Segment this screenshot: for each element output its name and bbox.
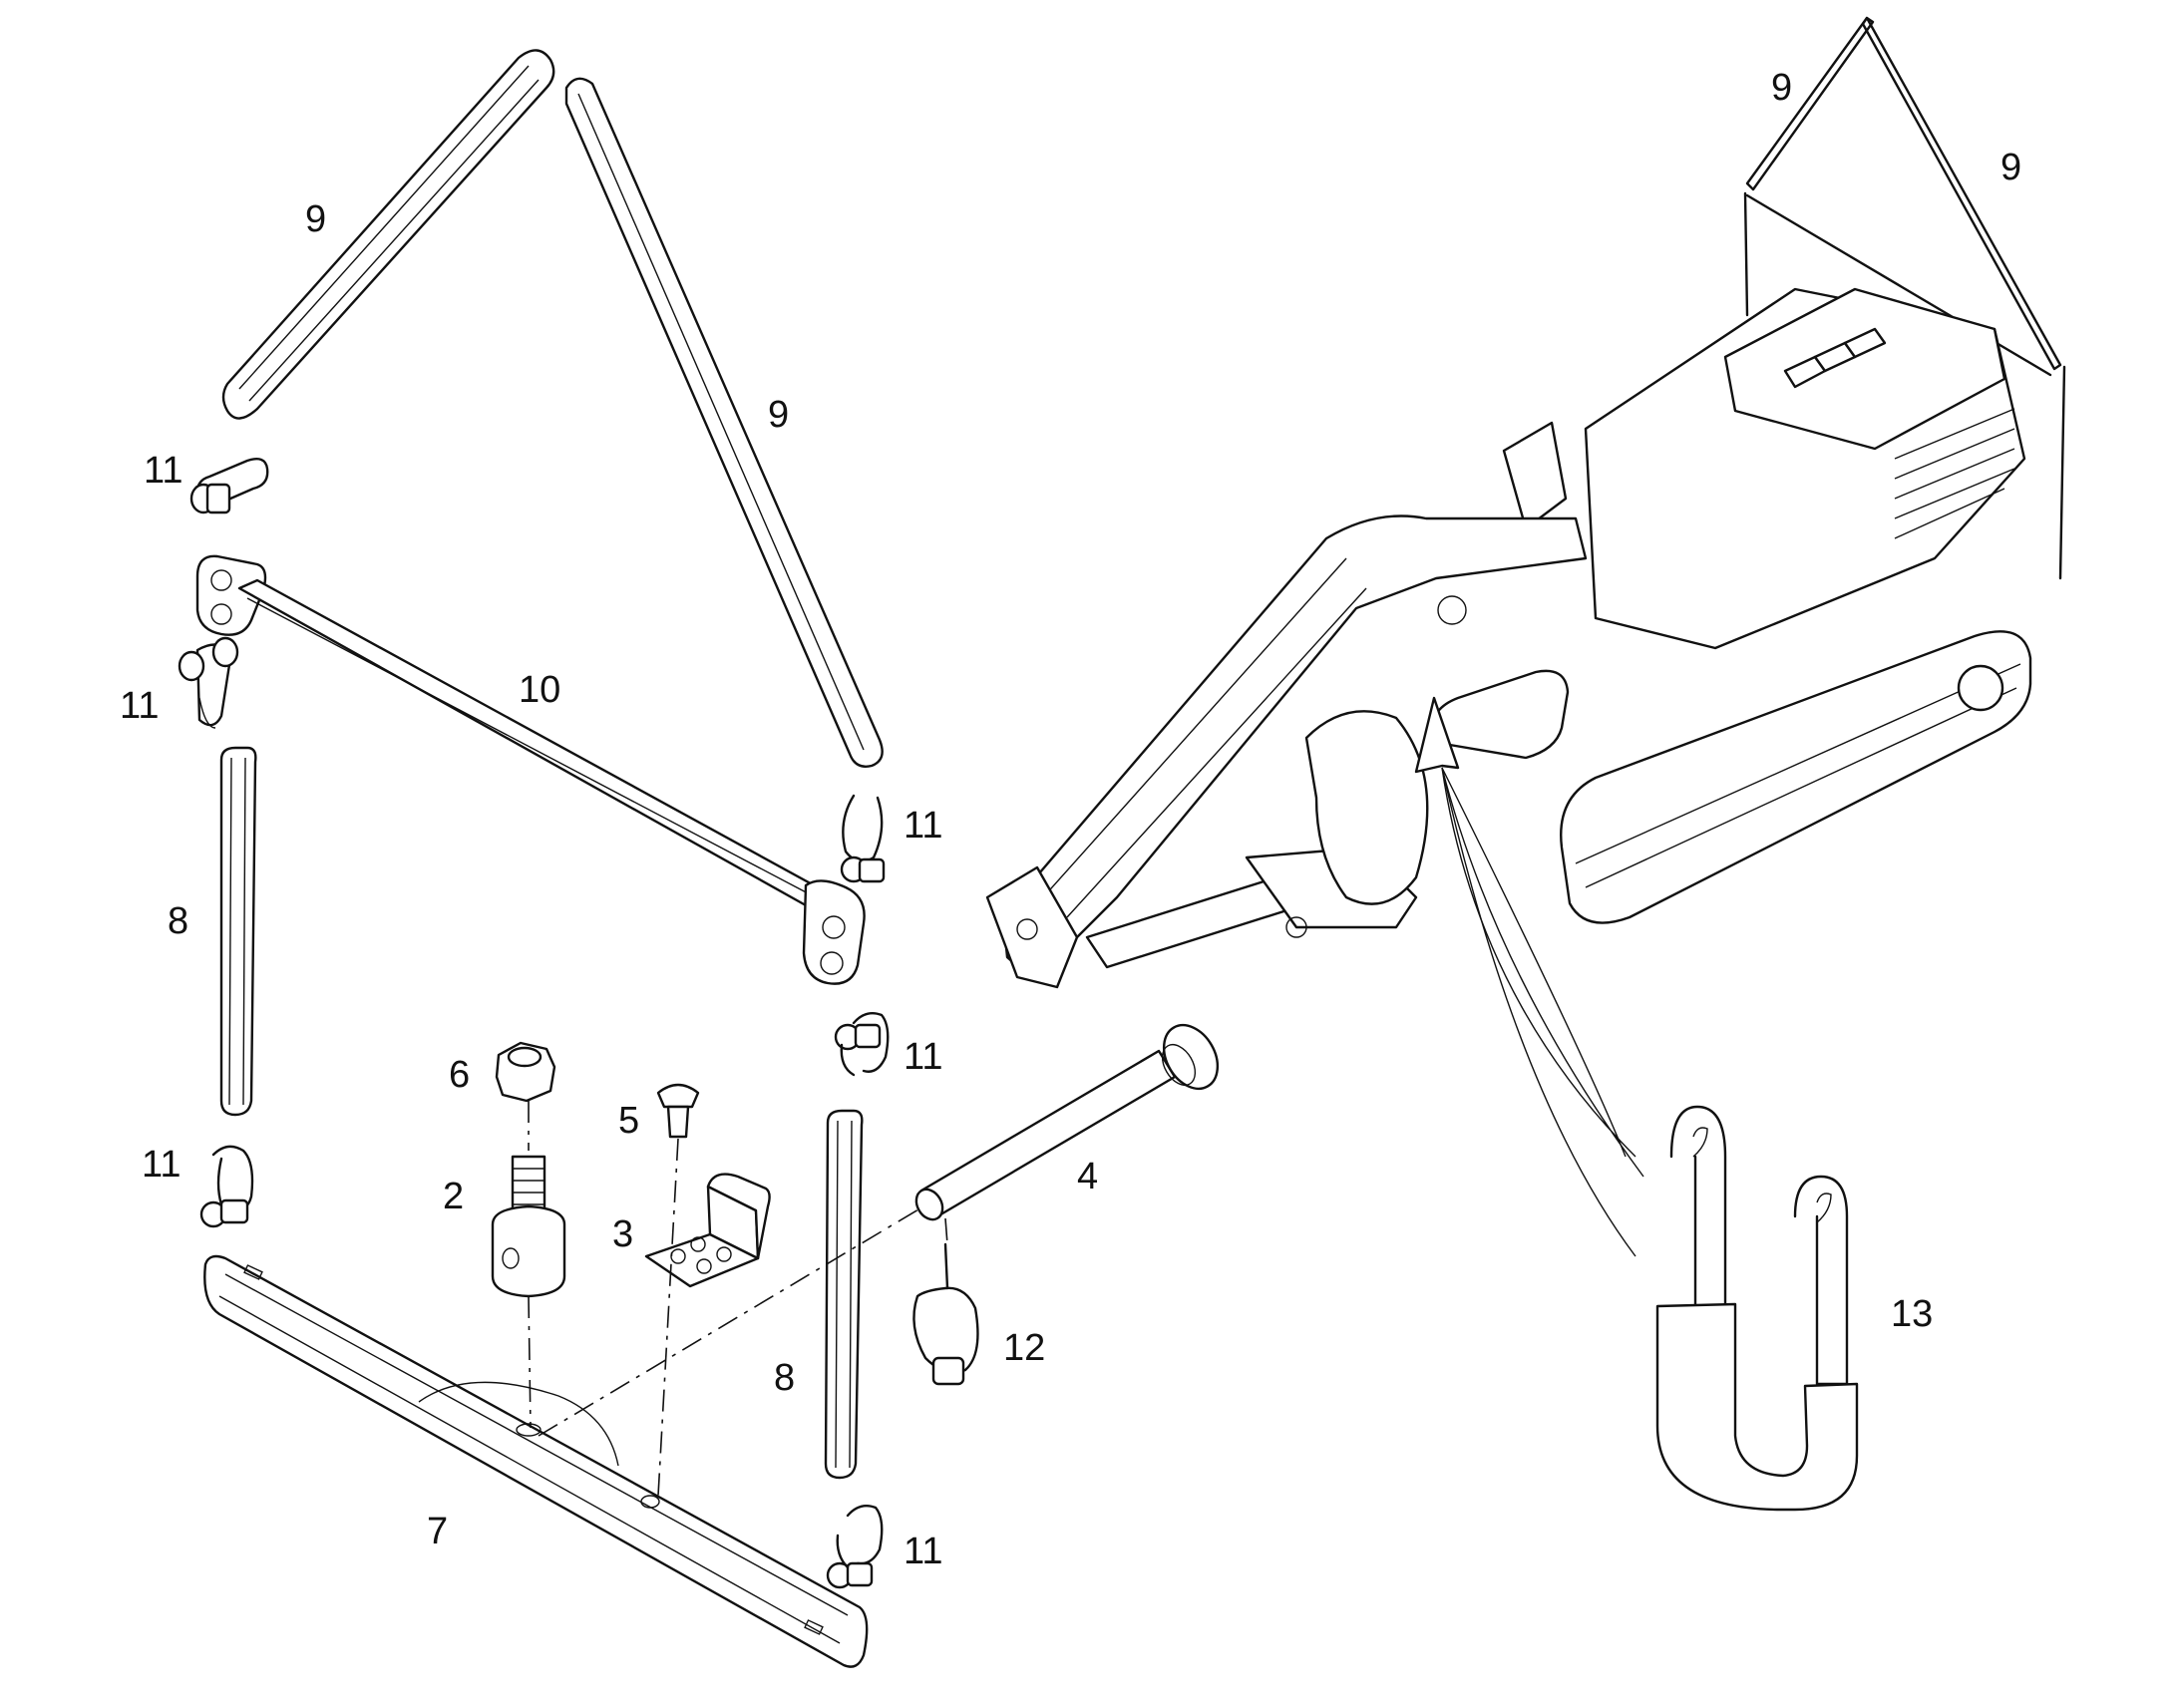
callout-9-excavator-right: 9 (2000, 147, 2021, 188)
callout-11-left-upper: 11 (120, 685, 159, 727)
shackle-11-top (189, 458, 269, 514)
callout-9-excavator-left: 9 (1771, 67, 1792, 109)
callout-11-top: 11 (144, 450, 182, 492)
sling-8-left (219, 746, 257, 1117)
shackle-11-center-upper (840, 794, 886, 883)
callout-9-long-sling: 9 (768, 394, 789, 436)
callout-7: 7 (427, 1511, 448, 1552)
callout-9-upper-left: 9 (305, 198, 326, 240)
callout-8-left: 8 (168, 900, 188, 942)
spreader-bar-10 (195, 554, 866, 985)
callout-13: 13 (1891, 1293, 1933, 1335)
sling-8-center (824, 1109, 864, 1480)
nut-6 (495, 1041, 556, 1103)
callout-2: 2 (443, 1176, 464, 1217)
callout-12: 12 (1003, 1327, 1045, 1369)
excavator-illustration (985, 16, 2066, 1257)
bolt-2 (491, 1155, 566, 1298)
callout-3: 3 (612, 1213, 633, 1255)
callout-8-center: 8 (774, 1357, 795, 1399)
lifting-yoke-13 (1655, 1105, 1859, 1512)
callout-4: 4 (1077, 1156, 1098, 1197)
callout-10: 10 (519, 669, 560, 711)
pin-4 (914, 1024, 1220, 1221)
callout-6: 6 (449, 1054, 470, 1096)
callouts: 9 9 9 9 11 11 11 11 11 11 10 8 8 6 5 2 3… (120, 67, 2021, 1572)
assembly-lines (528, 1101, 948, 1497)
beam-7 (203, 1254, 869, 1668)
sling-9-long (564, 77, 884, 768)
shackle-11-left-lower (199, 1145, 254, 1228)
shackle-11-left-upper (178, 636, 239, 729)
callout-11-left-lower: 11 (142, 1144, 181, 1186)
callout-11-center-mid: 11 (904, 1036, 942, 1078)
sling-9-upper-left (221, 49, 555, 420)
screw-5 (656, 1083, 700, 1139)
callout-11-center-upper: 11 (904, 805, 942, 847)
callout-5: 5 (618, 1100, 639, 1142)
shackle-11-bottom (826, 1505, 884, 1589)
lynch-pin-12 (912, 1242, 979, 1386)
bracket-3 (644, 1173, 771, 1288)
callout-11-bottom: 11 (904, 1531, 942, 1572)
shackle-11-center-mid (834, 1012, 890, 1077)
